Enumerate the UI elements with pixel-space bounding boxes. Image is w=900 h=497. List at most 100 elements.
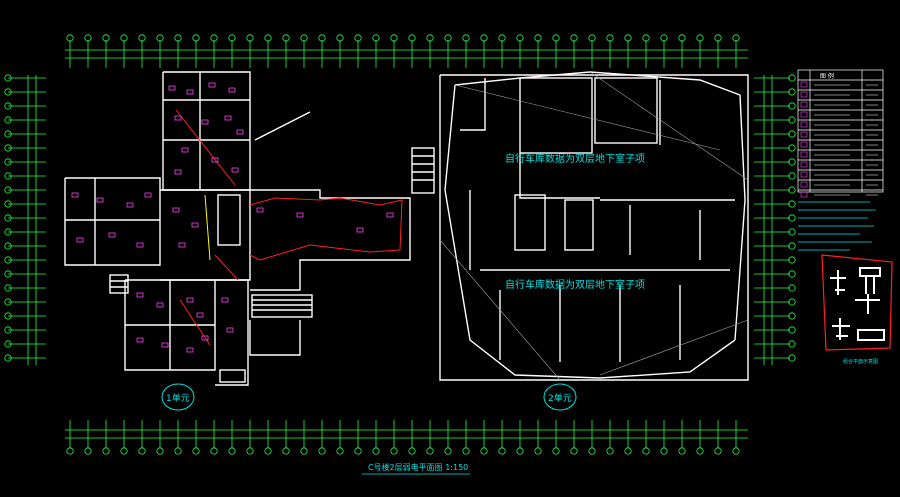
axis-bubble	[408, 447, 416, 455]
device-symbol	[231, 167, 239, 173]
axis-bubble	[642, 447, 650, 455]
axis-bubble	[444, 447, 452, 455]
axis-bubble	[4, 88, 12, 96]
axis-bubble	[246, 34, 254, 42]
basement-note-upper: 自行车库数据为双层地下室子项	[505, 152, 645, 165]
axis-bubble	[4, 130, 12, 138]
axis-bubble	[444, 34, 452, 42]
unit1-floor-plan	[64, 71, 311, 386]
device-symbol	[174, 115, 182, 121]
axis-bubble	[462, 447, 470, 455]
device-symbol	[108, 232, 116, 238]
axis-bubble	[372, 34, 380, 42]
top-axis-grid	[65, 34, 748, 68]
axis-bubble	[570, 34, 578, 42]
device-symbol	[356, 227, 364, 233]
legend-symbol	[800, 131, 808, 138]
basement-note-lower: 自行车库数据为双层地下室子项	[505, 278, 645, 291]
axis-bubble	[588, 34, 596, 42]
axis-bubble	[4, 284, 12, 292]
axis-bubble	[696, 447, 704, 455]
device-symbol	[201, 119, 209, 125]
axis-bubble	[678, 447, 686, 455]
axis-bubble	[4, 242, 12, 250]
device-symbol	[228, 87, 236, 93]
legend-symbol	[800, 111, 808, 118]
axis-bubble	[102, 447, 110, 455]
axis-bubble	[788, 228, 796, 236]
device-symbol	[161, 342, 169, 348]
axis-bubble	[788, 116, 796, 124]
drawing-title: C号楼2层弱电平面图 1:150	[368, 462, 468, 472]
device-symbol	[174, 169, 182, 175]
device-symbol	[136, 242, 144, 248]
axis-bubble	[534, 447, 542, 455]
device-symbol	[226, 327, 234, 333]
device-symbol	[156, 302, 164, 308]
axis-bubble	[318, 34, 326, 42]
axis-bubble	[696, 34, 704, 42]
axis-bubble	[156, 447, 164, 455]
axis-bubble	[570, 447, 578, 455]
legend-symbol	[800, 121, 808, 128]
axis-bubble	[588, 447, 596, 455]
axis-bubble	[336, 447, 344, 455]
axis-bubble	[354, 34, 362, 42]
device-symbol	[201, 335, 209, 341]
axis-bubble	[498, 34, 506, 42]
axis-bubble	[138, 34, 146, 42]
axis-bubble	[264, 447, 272, 455]
unit2-floor-plan	[439, 71, 749, 381]
device-symbol	[96, 197, 104, 203]
device-symbol	[76, 237, 84, 243]
axis-bubble	[788, 200, 796, 208]
axis-bubble	[788, 102, 796, 110]
axis-bubble	[264, 34, 272, 42]
axis-bubble	[642, 34, 650, 42]
device-symbol	[186, 297, 194, 303]
axis-bubble	[624, 447, 632, 455]
axis-bubble	[372, 447, 380, 455]
axis-bubble	[788, 354, 796, 362]
axis-bubble	[426, 447, 434, 455]
axis-bubble	[192, 34, 200, 42]
device-symbol	[211, 157, 219, 163]
axis-bubble	[516, 447, 524, 455]
key-plan-thumbnail: 组合平面示意图	[821, 254, 893, 365]
device-symbol	[236, 129, 244, 135]
axis-bubble	[480, 34, 488, 42]
axis-bubble	[788, 256, 796, 264]
axis-bubble	[660, 34, 668, 42]
axis-bubble	[390, 447, 398, 455]
axis-bubble	[788, 312, 796, 320]
axis-bubble	[788, 214, 796, 222]
axis-bubble	[4, 326, 12, 334]
unit2-hatch-lines	[439, 71, 749, 381]
riser-highlight	[204, 194, 211, 261]
device-symbol	[168, 85, 176, 91]
design-notes	[798, 201, 876, 251]
legend-symbol	[800, 91, 808, 98]
axis-bubble	[4, 102, 12, 110]
legend-symbol	[800, 161, 808, 168]
key-plan-caption: 组合平面示意图	[843, 358, 878, 365]
unit2-label: 2单元	[548, 392, 572, 404]
axis-bubble	[4, 186, 12, 194]
axis-bubble	[4, 214, 12, 222]
axis-bubble	[4, 270, 12, 278]
unit2-label-bubble: 2单元	[543, 383, 577, 411]
axis-bubble	[624, 34, 632, 42]
device-symbol	[196, 312, 204, 318]
axis-bubble	[192, 447, 200, 455]
legend-symbol	[800, 151, 808, 158]
axis-bubble	[4, 354, 12, 362]
axis-bubble	[480, 447, 488, 455]
device-symbol	[71, 192, 79, 198]
axis-bubble	[552, 34, 560, 42]
legend-symbol	[800, 81, 808, 88]
axis-bubble	[84, 447, 92, 455]
legend-symbols	[800, 81, 878, 198]
axis-bubble	[228, 447, 236, 455]
axis-bubble	[788, 172, 796, 180]
axis-bubble	[678, 34, 686, 42]
